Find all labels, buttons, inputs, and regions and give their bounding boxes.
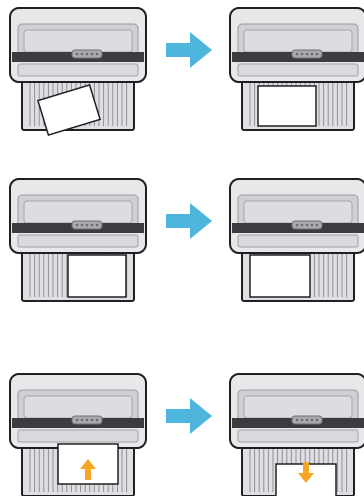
printer-top-panel <box>244 30 352 52</box>
control-button <box>86 53 89 56</box>
control-button <box>306 53 309 56</box>
control-button <box>306 224 309 227</box>
printer-top-panel <box>244 396 352 418</box>
printer-body <box>230 8 364 82</box>
control-button <box>316 224 319 227</box>
paper-sheet-aligned <box>258 86 316 126</box>
control-button <box>86 224 89 227</box>
paper-sheet-left <box>250 255 310 297</box>
paper-slot <box>238 64 358 76</box>
control-button <box>81 224 84 227</box>
control-button <box>301 53 304 56</box>
printer-before <box>10 374 146 496</box>
right-arrow-icon <box>166 203 212 239</box>
printer-body <box>230 179 364 253</box>
control-button <box>316 419 319 422</box>
control-button <box>91 419 94 422</box>
paper-sheet-right <box>68 255 126 297</box>
printer-top-panel <box>24 396 132 418</box>
printer-before <box>10 8 146 135</box>
right-arrow-icon <box>166 32 212 68</box>
control-button <box>81 419 84 422</box>
control-button <box>296 419 299 422</box>
control-button <box>311 419 314 422</box>
control-button <box>301 419 304 422</box>
right-arrow-icon <box>166 398 212 434</box>
control-button <box>296 53 299 56</box>
control-button <box>86 419 89 422</box>
printer-body <box>10 179 146 253</box>
control-button <box>296 224 299 227</box>
control-button <box>96 419 99 422</box>
control-button <box>311 224 314 227</box>
printer-after <box>230 374 364 496</box>
paper-slot <box>238 235 358 247</box>
control-button <box>76 224 79 227</box>
control-button <box>91 224 94 227</box>
printer-after <box>230 179 364 301</box>
control-button <box>311 53 314 56</box>
printer-body <box>10 8 146 82</box>
printer-top-panel <box>24 201 132 223</box>
control-button <box>76 419 79 422</box>
control-button <box>81 53 84 56</box>
control-button <box>96 224 99 227</box>
paper-slot <box>18 430 138 442</box>
printer-body <box>230 374 364 448</box>
control-button <box>316 53 319 56</box>
paper-slot <box>18 64 138 76</box>
printer-top-panel <box>24 30 132 52</box>
printer-top-panel <box>244 201 352 223</box>
printer-body <box>10 374 146 448</box>
printer-before <box>10 179 146 301</box>
control-button <box>301 224 304 227</box>
control-button <box>96 53 99 56</box>
printer-after <box>230 8 364 130</box>
control-button <box>91 53 94 56</box>
control-button <box>76 53 79 56</box>
paper-slot <box>238 430 358 442</box>
control-button <box>306 419 309 422</box>
paper-slot <box>18 235 138 247</box>
